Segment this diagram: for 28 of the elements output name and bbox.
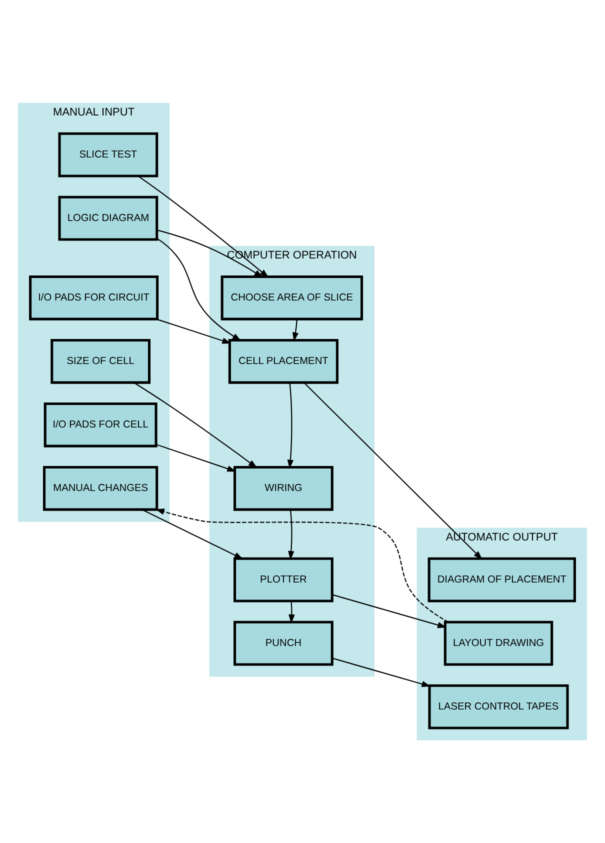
arrow [332, 658, 431, 688]
arrow [304, 382, 482, 560]
node-box: CELL PLACEMENT [228, 338, 338, 384]
arrow [156, 238, 242, 341]
arrow [155, 508, 449, 623]
arrow [292, 319, 299, 342]
node-box: I/O PADS FOR CELL [44, 402, 158, 448]
node-box: SLICE TEST [58, 132, 158, 178]
arrow [332, 594, 447, 628]
node-box: DIAGRAM OF PLACEMENT [428, 557, 576, 602]
node-box: MANUAL CHANGES [43, 466, 158, 511]
node-box: CHOOSE AREA OF SLICE [220, 275, 364, 320]
arrow [288, 510, 294, 560]
arrow [142, 509, 244, 560]
node-box: I/O PADS FOR CIRCUIT [29, 275, 159, 320]
node-box: PLOTTER [234, 557, 334, 602]
node-box: LAYOUT DRAWING [444, 620, 554, 666]
arrow [288, 601, 295, 624]
arrow [156, 230, 264, 278]
arrow [134, 382, 258, 468]
arrow [287, 382, 294, 469]
node-box: SIZE OF CELL [50, 338, 151, 384]
arrow [138, 176, 269, 278]
arrow [156, 318, 232, 344]
node-box: LOGIC DIAGRAM [58, 196, 158, 241]
node-box: LASER CONTROL TAPES [428, 684, 569, 730]
node-box: PUNCH [234, 620, 334, 666]
node-box: WIRING [234, 466, 334, 511]
